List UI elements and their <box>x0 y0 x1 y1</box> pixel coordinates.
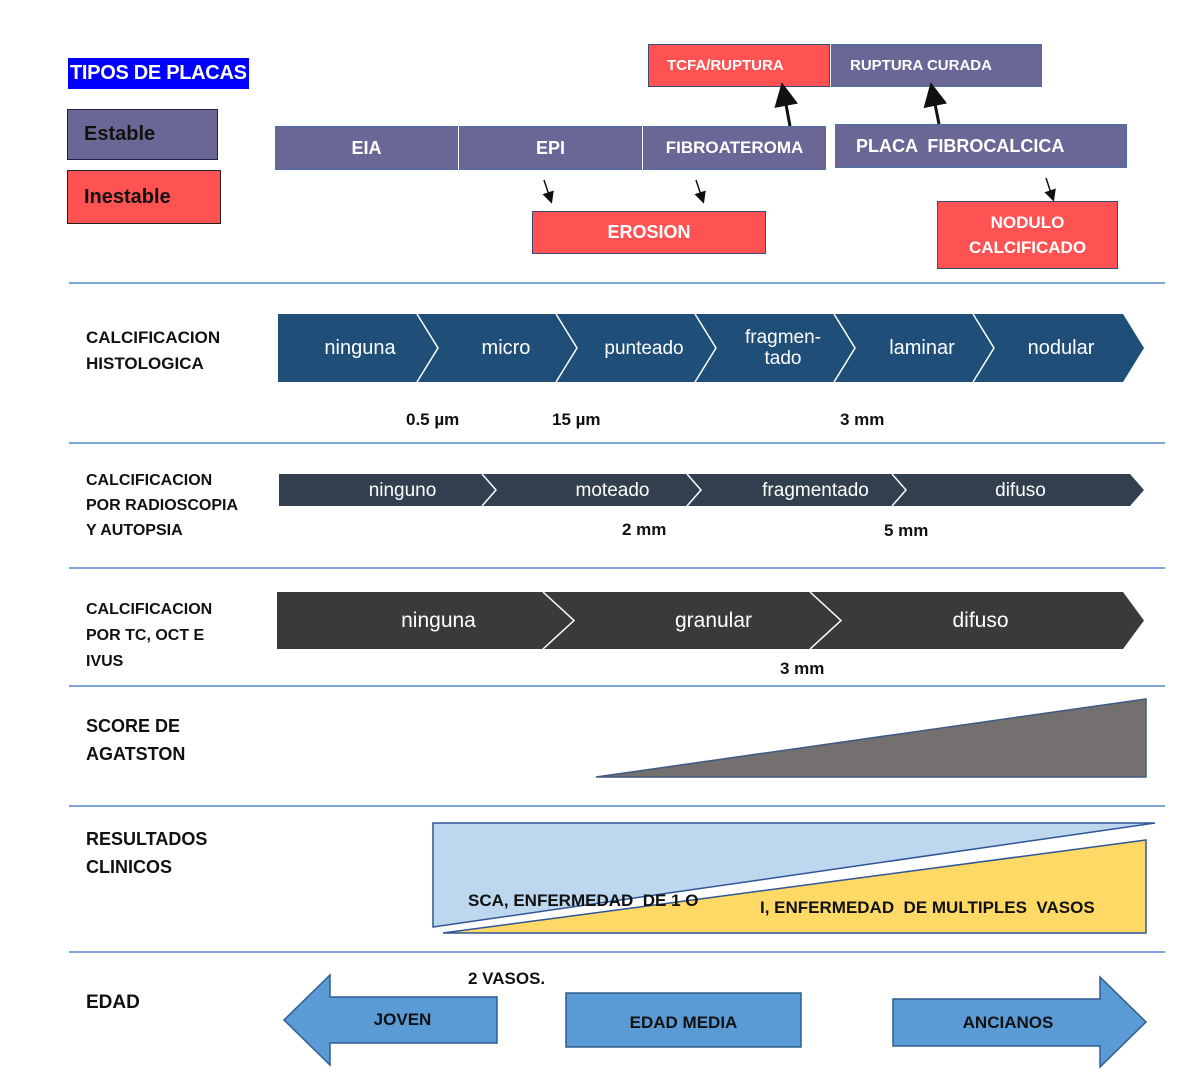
hist-stage-punteado: punteado <box>604 337 684 359</box>
clinicos-upper-line1: SCA, ENFERMEDAD DE 1 O <box>468 891 699 910</box>
hist-stage-fragmentado-line2: tado <box>764 348 802 369</box>
clinicos-lower-text: I, ENFERMEDAD DE MULTIPLES VASOS <box>760 898 1095 917</box>
tc-stage-difuso: difuso <box>952 609 1009 632</box>
arrow-to-tcfa <box>774 82 799 127</box>
hist-stage-ninguna: ninguna <box>324 336 396 359</box>
hist-stage-fragmentado-line1: fragmen- <box>744 327 822 348</box>
clinicos-upper-wedge <box>432 822 1156 928</box>
row-label-clinicos-line2: CLINICOS <box>86 857 173 877</box>
row-label-histologica-line2: HISTOLOGICA <box>86 354 204 373</box>
chevron-band-histologica <box>278 314 1144 382</box>
plaque-nodulo-line1: NODULO <box>990 213 1065 232</box>
hist-stage-fragmentado: fragmen- tado <box>713 314 853 382</box>
age-arrows <box>282 973 1148 1069</box>
plaque-fibroateroma: FIBROATEROMA <box>643 126 826 170</box>
plaque-tcfa-label: TCFA/RUPTURA <box>667 57 784 74</box>
plaque-fibrocalcica-label: PLACA FIBROCALCICA <box>856 135 1065 156</box>
legend-stable: Estable <box>67 109 218 160</box>
chevron-band-radioscopia <box>279 474 1144 506</box>
plaque-tcfa-ruptura: TCFA/RUPTURA <box>648 44 830 87</box>
plaque-fibrocalcica: PLACA FIBROCALCICA <box>835 124 1127 168</box>
divider-6 <box>69 951 1165 953</box>
divider-3 <box>69 567 1165 569</box>
radio-stage-ninguno: ninguno <box>368 479 437 501</box>
clinicos-upper-line2: 2 VASOS. <box>468 969 546 988</box>
hist-measure-05um: 0.5 µm <box>406 410 460 429</box>
row-label-tc: CALCIFICACION POR TC, OCT E IVUS <box>86 597 212 675</box>
divider-1 <box>69 282 1165 284</box>
row-label-agatston-line1: SCORE DE <box>86 716 181 736</box>
radio-stage-moteado: moteado <box>575 479 650 501</box>
row-label-tc-line2: POR TC, OCT E <box>86 627 205 644</box>
clinicos-lower-wedge <box>442 839 1147 934</box>
row-label-tc-line1: CALCIFICACION <box>86 601 213 618</box>
radio-stage-fragmentado: fragmentado <box>762 479 869 501</box>
plaque-eia: EIA <box>275 126 458 170</box>
divider-4 <box>69 685 1165 687</box>
row-label-radioscopia-line3: Y AUTOPSIA <box>86 522 183 539</box>
hist-stage-laminar: laminar <box>889 336 955 359</box>
row-label-clinicos: RESULTADOS CLINICOS <box>86 825 207 881</box>
row-label-agatston: SCORE DE AGATSTON <box>86 712 185 768</box>
age-label-edad-media: EDAD MEDIA <box>629 1013 738 1032</box>
hist-stage-micro: micro <box>481 336 531 359</box>
clinicos-upper-text: SCA, ENFERMEDAD DE 1 O 2 VASOS. <box>468 836 698 1018</box>
clinicos-wedges <box>432 822 1156 934</box>
plaque-connectors <box>542 82 1056 204</box>
age-label-joven: JOVEN <box>373 1010 432 1029</box>
hist-measure-3mm: 3 mm <box>840 410 885 429</box>
plaque-erosion: EROSION <box>532 211 766 254</box>
row-label-radioscopia-line1: CALCIFICACION <box>86 472 213 489</box>
plaque-erosion-label: EROSION <box>607 222 691 242</box>
arrow-to-ruptura-curada <box>923 82 948 125</box>
row-label-edad: EDAD <box>86 992 140 1013</box>
radio-measure-2mm: 2 mm <box>622 520 667 539</box>
agatston-wedge <box>595 698 1147 778</box>
row-label-histologica: CALCIFICACION HISTOLOGICA <box>86 325 220 377</box>
row-label-radioscopia: CALCIFICACION POR RADIOSCOPIA Y AUTOPSIA <box>86 468 238 543</box>
plaque-epi: EPI <box>459 126 642 170</box>
row-label-histologica-line1: CALCIFICACION <box>86 328 221 347</box>
plaque-nodulo-line2: CALCIFICADO <box>968 238 1087 257</box>
plaque-eia-label: EIA <box>351 137 382 158</box>
row-label-clinicos-line1: RESULTADOS <box>86 829 208 849</box>
tc-stage-ninguna: ninguna <box>401 609 476 632</box>
legend-unstable: Inestable <box>67 170 221 224</box>
arrow-ancianos-shape <box>892 975 1148 1069</box>
row-label-tc-line3: IVUS <box>86 653 124 670</box>
plaque-nodulo-calcificado: NODULO CALCIFICADO <box>937 201 1118 269</box>
plaque-epi-label: EPI <box>535 137 565 158</box>
hist-stage-nodular: nodular <box>1027 336 1095 359</box>
divider-2 <box>69 442 1165 444</box>
plaque-fibroateroma-label: FIBROATEROMA <box>665 138 804 157</box>
arrow-fibrocalcica-nodulo <box>1044 177 1056 202</box>
row-label-agatston-line2: AGATSTON <box>86 744 186 764</box>
row-label-radioscopia-line2: POR RADIOSCOPIA <box>86 497 239 514</box>
arrow-edad-media-shape <box>565 992 802 1048</box>
plaque-ruptura-curada-label: RUPTURA CURADA <box>850 57 992 74</box>
legend-title: TIPOS DE PLACAS <box>68 58 249 89</box>
radio-measure-5mm: 5 mm <box>884 521 929 540</box>
radio-stage-difuso: difuso <box>995 479 1046 501</box>
age-label-ancianos: ANCIANOS <box>962 1013 1054 1032</box>
tc-measure-3mm: 3 mm <box>780 659 825 678</box>
arrow-joven-shape <box>282 973 498 1067</box>
tc-stage-granular: granular <box>674 609 753 632</box>
arrow-epi-erosion <box>542 179 554 204</box>
divider-5 <box>69 805 1165 807</box>
legend-stable-label: Estable <box>84 123 156 145</box>
chevron-band-tc <box>277 592 1144 649</box>
hist-measure-15um: 15 µm <box>552 410 601 429</box>
legend-unstable-label: Inestable <box>84 185 171 208</box>
arrow-fibroateroma-erosion <box>694 179 706 204</box>
